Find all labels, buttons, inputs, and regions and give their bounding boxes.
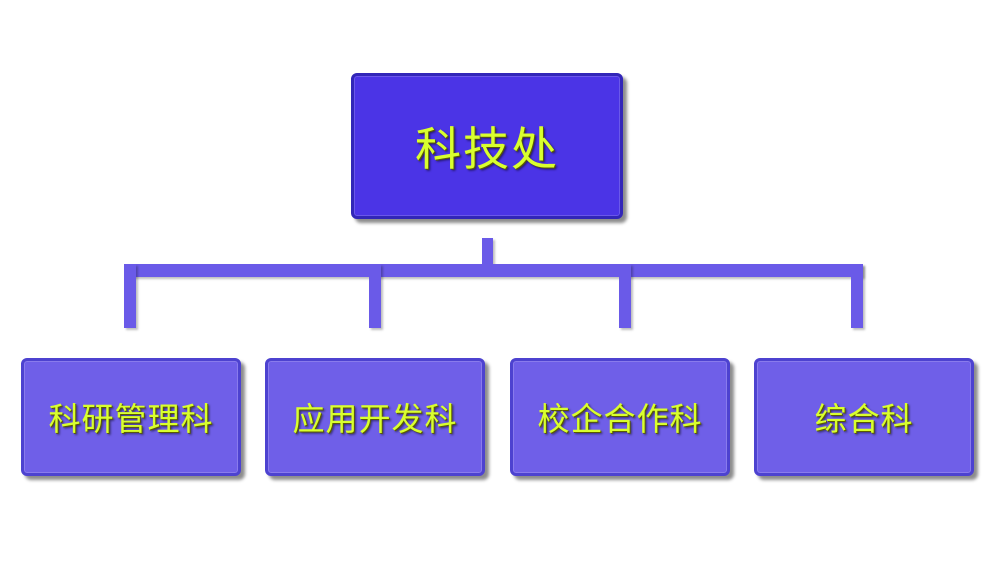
connector-root-stem [482,238,493,268]
child-node-label: 综合科 [814,400,914,438]
connector-drop-2 [369,264,381,328]
child-node-research-management: 科研管理科 [21,358,241,476]
connector-drop-3 [619,264,631,328]
child-node-label: 科研管理科 [48,400,214,438]
root-node-label: 科技处 [415,122,559,176]
child-node-label: 应用开发科 [292,400,458,438]
child-node-label: 校企合作科 [537,400,703,438]
connector-drop-4 [851,264,863,328]
child-node-school-enterprise-cooperation: 校企合作科 [510,358,730,476]
root-node: 科技处 [351,73,623,219]
child-node-application-development: 应用开发科 [265,358,485,476]
child-node-general-affairs: 综合科 [754,358,974,476]
connector-horizontal-bar [124,264,863,277]
connector-drop-1 [124,264,136,328]
